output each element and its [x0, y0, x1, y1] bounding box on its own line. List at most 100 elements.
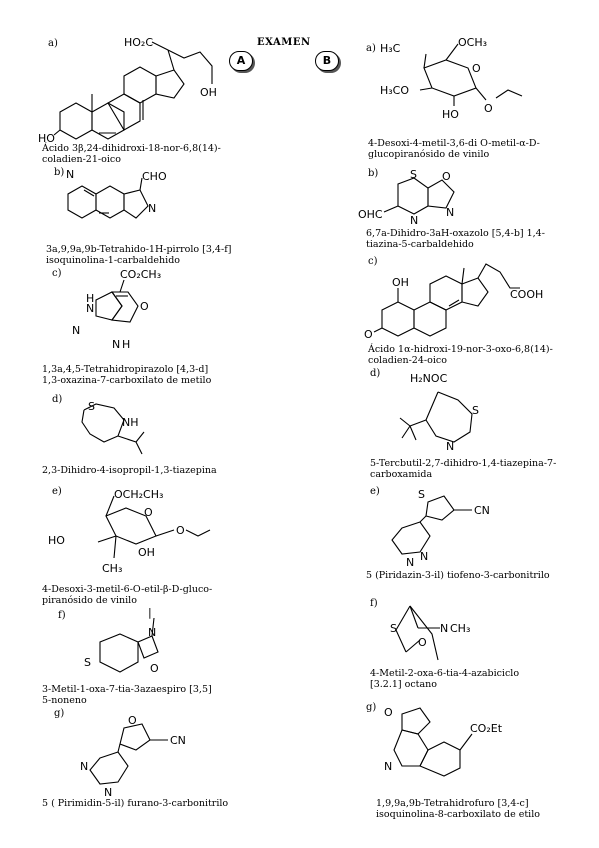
methyl-label: CH₃: [102, 562, 122, 575]
bond: [409, 425, 417, 441]
oxygen-label: O: [176, 524, 185, 537]
structure-a-c: CO₂CH₃ H N N N H O: [72, 268, 161, 351]
caption-line: 5-Tercbutil-2,7-dihidro-1,4-tiazepina-7-: [370, 458, 557, 469]
structure-b-d: H₂NOC S N: [399, 372, 479, 453]
ring: [419, 741, 461, 777]
item-a-a-caption: Ácido 3β,24-dihidroxi-18-nor-6,8(14)- co…: [42, 143, 221, 165]
sulfur-label: S: [410, 168, 417, 181]
caption-line: 4-Desoxi-3-metil-6-O-etil-β-D-gluco-: [42, 584, 213, 595]
ring: [119, 723, 151, 751]
nh-label: H: [86, 292, 94, 305]
ring: [409, 605, 439, 661]
ring: [401, 707, 431, 735]
double-bond: [83, 189, 95, 197]
structure-b-c: OH O COOH: [364, 263, 543, 341]
caption-line: 6,7a-Dihidro-3aH-oxazolo [5,4-b] 1,4-: [366, 228, 545, 239]
structure-b-g: O N CO₂Et: [384, 706, 503, 777]
bond: [167, 49, 175, 71]
ring: [59, 102, 93, 140]
nitrogen-label: N: [410, 214, 418, 227]
bond: [105, 495, 115, 517]
ether-label: OCH₃: [458, 36, 487, 49]
ring: [107, 93, 141, 131]
bond: [117, 743, 121, 753]
structure-a-e: OCH₂CH₃ O O HO OH CH₃: [48, 488, 211, 575]
item-a-b-caption: 3a,9,9a,9b-Tetrahido-1H-pirrolo [3,4-f] …: [46, 244, 231, 266]
nitrogen-label: N: [80, 760, 88, 773]
caption-line: piranósido de vinilo: [42, 595, 137, 606]
structure-a-f: | S N O: [84, 606, 159, 675]
caption-line: glucopiranósido de vinilo: [368, 149, 490, 160]
caption-line: 4-Desoxi-4-metil-3,6-di O-metil-α-D-: [368, 138, 540, 149]
ring: [123, 189, 149, 219]
item-a-f-caption: 3-Metil-1-oxa-7-tia-3azaespiro [3,5] 5-n…: [42, 684, 212, 706]
caption-line: isoquinolina-1-carbaldehido: [46, 255, 181, 266]
nh-label: NH: [122, 416, 139, 429]
oxygen-label: O: [144, 506, 153, 519]
bond: [399, 417, 411, 427]
item-a-e-caption: 4-Desoxi-3-metil-6-O-etil-β-D-gluco- pir…: [42, 584, 212, 606]
oxygen-label: O: [128, 714, 137, 727]
ring: [137, 635, 159, 659]
item-b-g-caption: 1,9,9a,9b-Tetrahidrofuro [3,4-c] isoquin…: [376, 798, 540, 820]
item-b-c-letter: c): [368, 256, 378, 267]
nitrile-label: CN: [474, 504, 490, 517]
ring: [99, 633, 139, 673]
nitrogen-label: N: [446, 206, 454, 219]
double-bond: [448, 299, 460, 307]
nitrogen-label: N: [104, 786, 112, 799]
badge-b: B: [315, 51, 339, 71]
item-b-c-caption: Ácido 1α-hidroxi-19-nor-3-oxo-6,8(14)- c…: [368, 344, 553, 366]
caption-line: 4-Metil-2-oxa-6-tia-4-azabiciclo: [370, 668, 520, 679]
caption-line: [3.2.1] octano: [370, 679, 437, 690]
caption-line: 1,9,9a,9b-Tetrahidrofuro [3,4-c]: [376, 798, 529, 809]
item-a-c-caption: 1,3a,4,5-Tetrahidropirazolo [4,3-d] 1,3-…: [42, 364, 211, 386]
nitrogen-label: N: [384, 760, 392, 773]
oxo-label: O: [364, 328, 373, 341]
oxygen-label: O: [484, 102, 493, 115]
structure-b-b: S O N N OHC: [358, 168, 455, 227]
caption-line: Ácido 3β,24-dihidroxi-18-nor-6,8(14)-: [42, 143, 221, 154]
nitrogen-label: N: [446, 440, 454, 453]
item-a-g-letter: g): [54, 708, 65, 719]
methyl-label: CH₃: [450, 622, 470, 635]
nitrogen-label: N: [406, 556, 414, 569]
bond: [423, 53, 427, 69]
bond: [53, 129, 61, 136]
sulfur-label: S: [88, 400, 95, 413]
bond: [151, 41, 169, 51]
oxygen-label: O: [150, 662, 159, 675]
chain: [167, 49, 213, 84]
ring: [123, 66, 157, 104]
item-a-b-letter: b): [54, 167, 65, 178]
item-a-f-letter: f): [58, 610, 66, 621]
caption-line: 3a,9,9a,9b-Tetrahido-1H-pirrolo [3,4-f]: [46, 244, 232, 255]
hydroxyl-label: OH: [200, 86, 217, 99]
bond: [119, 279, 125, 293]
item-b-f-caption: 4-Metil-2-oxa-6-tia-4-azabiciclo [3.2.1]…: [370, 668, 519, 690]
structure-a-b: N CHO N: [66, 168, 167, 219]
bond: [405, 639, 421, 653]
bond: [475, 87, 487, 101]
acid-label: COOH: [510, 288, 543, 301]
methyl-label: |: [148, 606, 152, 619]
nitrogen-label: N: [66, 168, 74, 181]
cho-label: CHO: [142, 170, 167, 183]
caption-line: 3-Metil-1-oxa-7-tia-3azaespiro [3,5]: [42, 684, 212, 695]
bond: [155, 529, 175, 537]
caption-line: 1,3-oxazina-7-carboxilato de metilo: [42, 375, 212, 386]
ring: [89, 751, 129, 785]
chain: [477, 263, 520, 289]
methyl: [151, 617, 155, 637]
ring: [423, 59, 477, 97]
hydroxyl-label: OH: [138, 546, 155, 559]
caption-line: carboxamida: [370, 469, 433, 480]
caption-line: coladien-21-oico: [42, 154, 121, 165]
structure-b-a: H₃C OCH₃ H₃CO HO O O: [380, 36, 523, 121]
bond: [139, 177, 143, 191]
nitrogen-label: N: [440, 622, 448, 635]
item-b-g-letter: g): [366, 702, 377, 713]
ring: [427, 179, 455, 209]
structure-b-f: S N CH₃ O: [390, 605, 470, 661]
